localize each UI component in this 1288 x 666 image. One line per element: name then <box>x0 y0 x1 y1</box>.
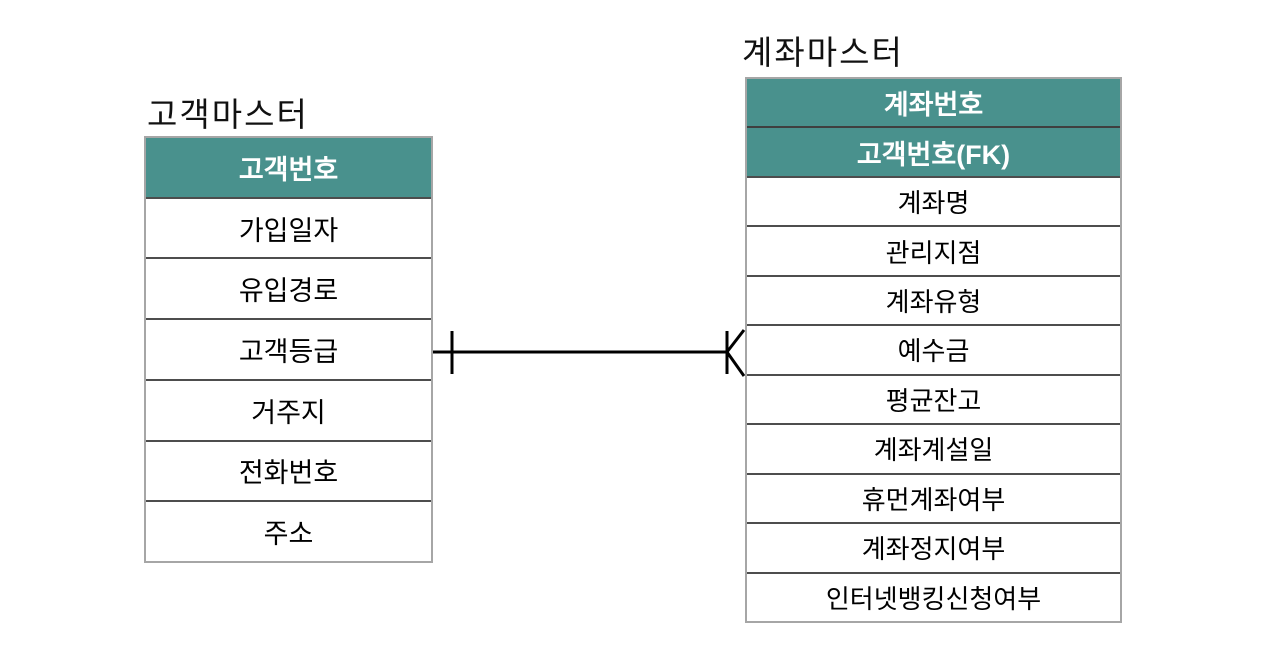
attribute-row: 관리지점 <box>747 225 1120 275</box>
attribute-row: 계좌정지여부 <box>747 522 1120 572</box>
attribute-row: 유입경로 <box>146 257 431 319</box>
attribute-row: 거주지 <box>146 378 431 440</box>
attribute-row: 고객등급 <box>146 318 431 379</box>
crow-foot-marker-upper <box>725 329 746 353</box>
foreign-key-attribute-row: 고객번호(FK) <box>747 126 1120 176</box>
attribute-row: 계좌명 <box>747 175 1120 226</box>
attribute-row: 예수금 <box>747 324 1120 374</box>
attribute-row: 계좌유형 <box>747 274 1120 325</box>
key-attribute-row: 고객번호 <box>146 138 431 197</box>
attribute-row: 전화번호 <box>146 439 431 501</box>
attribute-row: 평균잔고 <box>747 373 1120 424</box>
entity-table-customer-master: 고객번호 가입일자 유입경로 고객등급 거주지 전화번호 주소 <box>144 136 433 563</box>
entity-table-account-master: 계좌번호 고객번호(FK) 계좌명 관리지점 계좌유형 예수금 평균잔고 계좌계… <box>745 77 1122 623</box>
entity-title-customer-master: 고객마스터 <box>147 98 309 134</box>
attribute-row: 주소 <box>146 500 431 562</box>
attribute-row: 가입일자 <box>146 196 431 258</box>
key-attribute-row: 계좌번호 <box>747 79 1120 127</box>
attribute-row: 인터넷뱅킹신청여부 <box>747 571 1120 621</box>
crow-foot-marker-lower <box>725 351 746 377</box>
attribute-row: 계좌계설일 <box>747 423 1120 473</box>
attribute-row: 휴먼계좌여부 <box>747 472 1120 523</box>
entity-title-account-master: 계좌마스터 <box>742 36 904 72</box>
